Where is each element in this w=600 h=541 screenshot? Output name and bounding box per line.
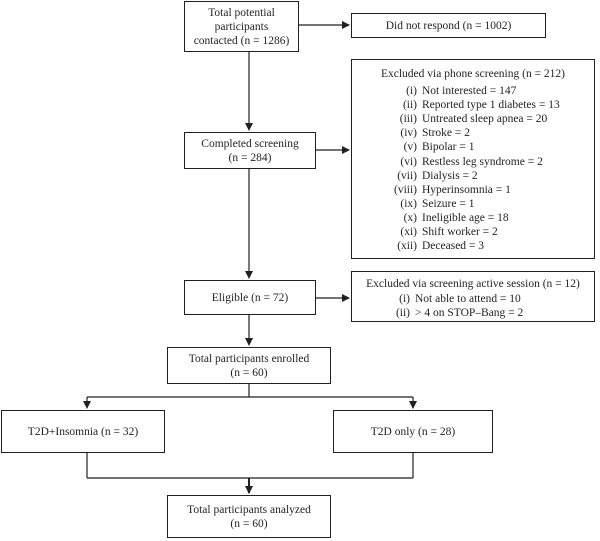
exclusion-item: (iii) Untreated sleep apnea = 20 bbox=[352, 113, 596, 127]
no-response-box: Did not respond (n = 1002) bbox=[351, 13, 546, 38]
phone-exclusion-box: Excluded via phone screening (n = 212) (… bbox=[351, 59, 595, 259]
phone-exclusion-title: Excluded via phone screening (n = 212) bbox=[380, 68, 566, 80]
exclusion-item-number: (iv) bbox=[400, 127, 417, 140]
exclusion-item-text: Not able to attend = 10 bbox=[415, 293, 521, 305]
t2d-only-label: T2D only (n = 28) bbox=[370, 425, 456, 438]
exclusion-item-text: Untreated sleep apnea = 20 bbox=[422, 113, 548, 126]
exclusion-item-text: Restless leg syndrome = 2 bbox=[422, 155, 543, 168]
enrolled-box: Total participants enrolled (n = 60) bbox=[167, 347, 331, 384]
exclusion-item: (xii) Deceased = 3 bbox=[352, 240, 596, 254]
exclusion-item-number: (iii) bbox=[399, 113, 417, 126]
exclusion-item-number: (viii) bbox=[394, 183, 417, 196]
exclusion-item: (ii) Reported type 1 diabetes = 13 bbox=[352, 99, 596, 113]
contacted-line-1: Total potential bbox=[208, 6, 275, 19]
exclusion-item-text: > 4 on STOP–Bang = 2 bbox=[415, 307, 524, 319]
enrolled-line-2: (n = 60) bbox=[230, 366, 268, 379]
exclusion-item: (ii) > 4 on STOP–Bang = 2 bbox=[352, 307, 596, 321]
exclusion-item: (vii) Dialysis = 2 bbox=[352, 170, 596, 184]
enrolled-line-1: Total participants enrolled bbox=[188, 352, 310, 365]
exclusion-item-text: Deceased = 3 bbox=[422, 240, 485, 253]
exclusion-item-number: (vi) bbox=[400, 155, 417, 168]
contacted-box: Total potential participants contacted (… bbox=[184, 1, 299, 52]
exclusion-item-text: Dialysis = 2 bbox=[422, 169, 478, 182]
no-response-label: Did not respond (n = 1002) bbox=[385, 19, 512, 32]
exclusion-item-text: Shift worker = 2 bbox=[422, 226, 498, 238]
exclusion-item-text: Ineligible age = 18 bbox=[422, 211, 509, 224]
analyzed-line-2: (n = 60) bbox=[230, 517, 268, 530]
exclusion-item-text: Seizure = 1 bbox=[422, 197, 475, 210]
exclusion-item-text: Bipolar = 1 bbox=[422, 141, 475, 154]
exclusion-item-number: (vii) bbox=[397, 169, 417, 182]
exclusion-item-text: Not interested = 147 bbox=[422, 85, 517, 97]
completed-line-2: (n = 284) bbox=[228, 151, 272, 164]
exclusion-item-number: (i) bbox=[406, 85, 417, 97]
analyzed-box: Total participants analyzed (n = 60) bbox=[167, 495, 331, 538]
exclusion-item: (x) Ineligible age = 18 bbox=[352, 212, 596, 226]
completed-line-1: Completed screening bbox=[201, 137, 299, 150]
t2d-insomnia-box: T2D+Insomnia (n = 32) bbox=[1, 410, 165, 453]
completed-screening-box: Completed screening (n = 284) bbox=[184, 132, 316, 169]
t2d-insomnia-label: T2D+Insomnia (n = 32) bbox=[27, 425, 139, 438]
exclusion-item-number: (x) bbox=[403, 211, 417, 224]
exclusion-item-number: (i) bbox=[399, 293, 410, 305]
exclusion-item: (i) Not interested = 147 bbox=[352, 85, 596, 99]
session-exclusion-box: Excluded via screening active session (n… bbox=[351, 271, 595, 322]
t2d-only-box: T2D only (n = 28) bbox=[333, 410, 493, 453]
exclusion-item-number: (ii) bbox=[402, 99, 417, 112]
exclusion-item-number: (v) bbox=[403, 141, 417, 154]
exclusion-item: (i) Not able to attend = 10 bbox=[352, 293, 596, 307]
exclusion-item-text: Reported type 1 diabetes = 13 bbox=[422, 99, 560, 112]
exclusion-item-number: (xii) bbox=[397, 240, 417, 253]
eligible-box: Eligible (n = 72) bbox=[184, 280, 316, 315]
exclusion-item: (ix) Seizure = 1 bbox=[352, 198, 596, 212]
exclusion-item: (iv) Stroke = 2 bbox=[352, 127, 596, 141]
exclusion-item-number: (ii) bbox=[395, 307, 410, 319]
exclusion-item: (v) Bipolar = 1 bbox=[352, 141, 596, 155]
exclusion-item: (xi) Shift worker = 2 bbox=[352, 226, 596, 240]
exclusion-item-text: Hyperinsomnia = 1 bbox=[422, 183, 511, 196]
exclusion-item-number: (ix) bbox=[400, 197, 417, 210]
exclusion-item-text: Stroke = 2 bbox=[422, 127, 471, 140]
contacted-line-3: contacted (n = 1286) bbox=[193, 34, 290, 47]
analyzed-line-1: Total participants analyzed bbox=[187, 503, 311, 516]
exclusion-item-number: (xi) bbox=[400, 226, 417, 238]
exclusion-item: (viii) Hyperinsomnia = 1 bbox=[352, 184, 596, 198]
contacted-line-2: participants bbox=[214, 20, 269, 33]
session-exclusion-title: Excluded via screening active session (n… bbox=[366, 278, 580, 290]
exclusion-item: (vi) Restless leg syndrome = 2 bbox=[352, 156, 596, 170]
eligible-label: Eligible (n = 72) bbox=[211, 291, 289, 304]
